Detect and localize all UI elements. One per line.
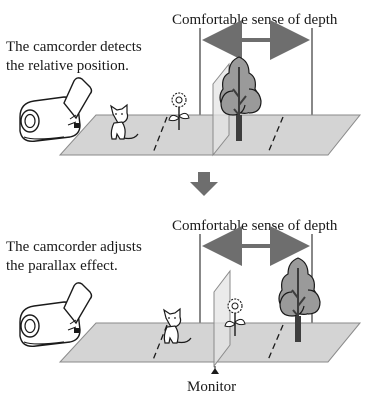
top-depth-label: Comfortable sense of depth — [172, 12, 338, 28]
down-arrow-icon — [190, 172, 218, 196]
top-caption-line2: the relative position. — [6, 58, 129, 74]
bottom-ground-plane — [58, 322, 362, 363]
bottom-panel: Comfortable sense of depth The camcorder… — [6, 218, 362, 395]
monitor-label: Monitor — [187, 379, 236, 395]
top-panel: Comfortable sense of depth The camcorder… — [6, 12, 362, 157]
top-caption-line1: The camcorder detects — [6, 39, 142, 55]
bottom-caption-line2: the parallax effect. — [6, 258, 118, 274]
monitor-pane — [213, 269, 231, 368]
bottom-depth-label: Comfortable sense of depth — [172, 218, 338, 234]
camcorder-icon — [19, 282, 93, 347]
bottom-caption-line1: The camcorder adjusts — [6, 239, 142, 255]
top-ground-plane — [58, 114, 362, 156]
monitor-pointer — [211, 366, 219, 374]
